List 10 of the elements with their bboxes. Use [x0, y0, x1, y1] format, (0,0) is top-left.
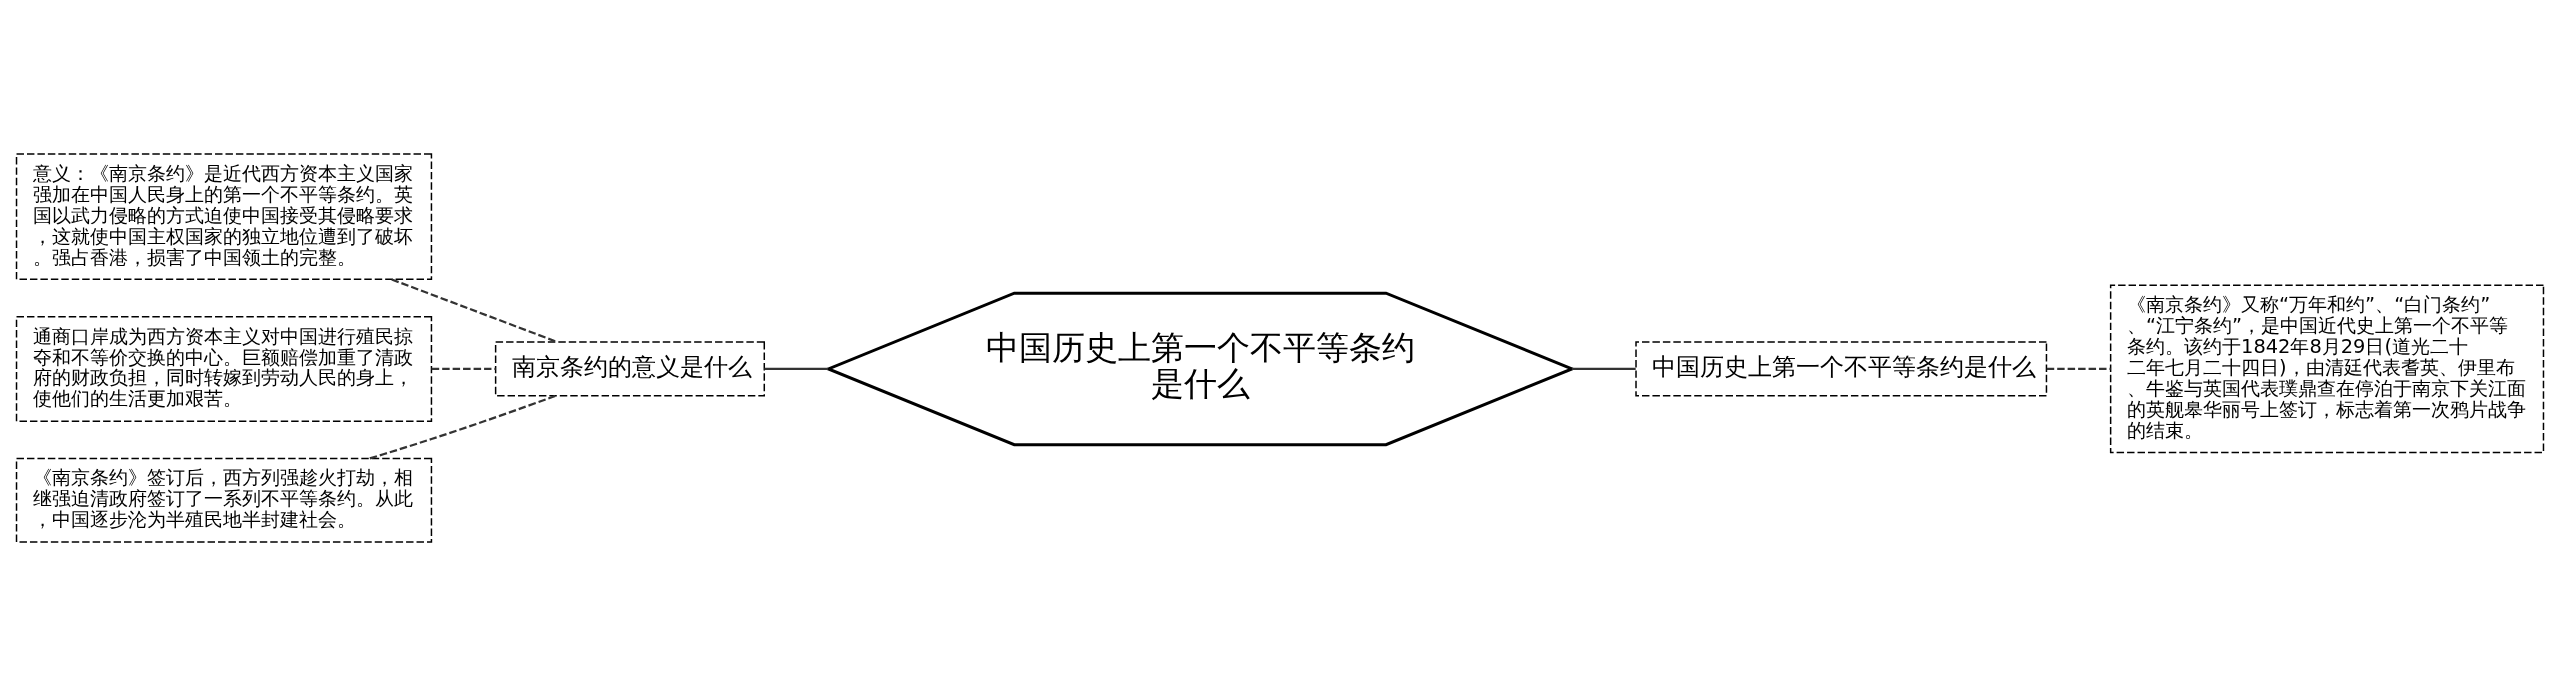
connector: [431, 367, 496, 370]
connector: [764, 367, 828, 370]
node-box: 意义：《南京条约》是近代西方资本主义国家强加在中国人民身上的第一个不平等条约。英国以武力侵略的方式迫使中国接受其侵略要求，这就使中国主权国家的独立地位遭到了破坏。强占香港，损害了中国领土的完整。: [15, 152, 433, 280]
node-box: 南京条约的意义是什么: [494, 340, 766, 396]
connector: [1571, 367, 1636, 370]
connector: [2046, 367, 2111, 370]
node-box: 中国历史上第一个不平等条约是什么: [1635, 340, 2048, 396]
node-box: 《南京条约》签订后，西方列强趁火打劫，相继强迫清政府签订了一系列不平等条约。从此，中国逐步沦为半殖民地半封建社会。: [15, 457, 433, 543]
node-box: 《南京条约》又称“万年和约”、“白门条约”、“江宁条约”，是中国近代史上第一个不平等条约。该约于1842年8月29日(道光二十二年七月二十四日)，由清廷代表耆英、伊里布、牛鉴与英国代表璞鼎查在停泊于南京下关江面的英舰皋华丽号上签订，标志着第一次鸦片战争的结束。: [2109, 284, 2545, 453]
node-box: 通商口岸成为西方资本主义对中国进行殖民掠夺和不等价交换的中心。巨额赔偿加重了清政府的财政负担，同时转嫁到劳动人民的身上，使他们的生活更加艰苦。: [15, 315, 433, 422]
